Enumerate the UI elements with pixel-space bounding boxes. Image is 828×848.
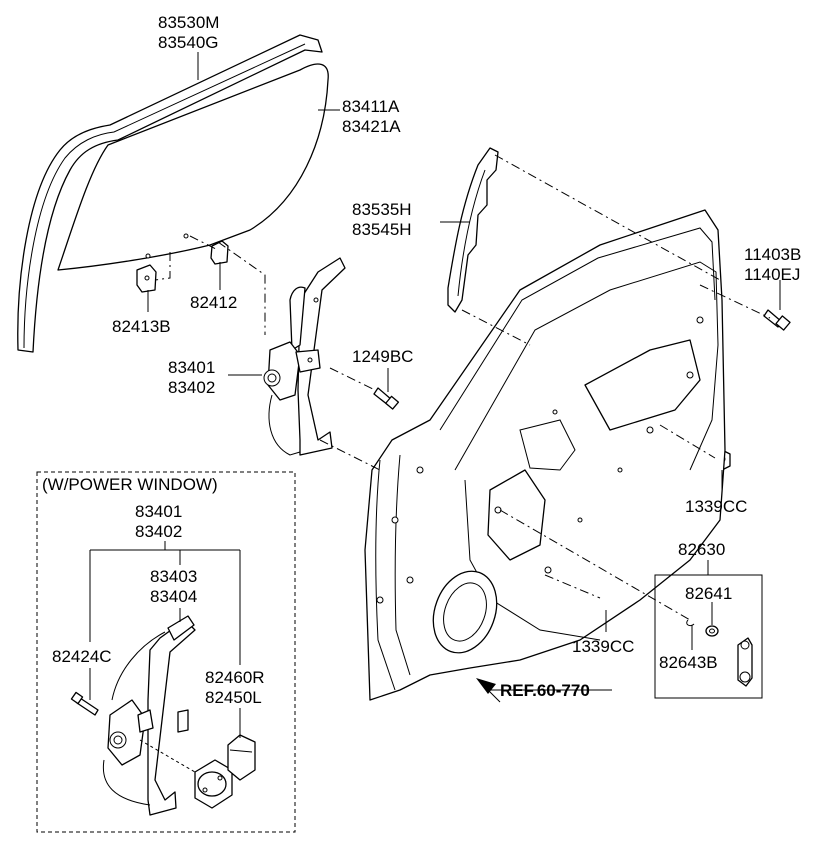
label-door-glass-1: 83411A xyxy=(342,97,400,116)
label-nut-lower: 1339CC xyxy=(572,637,634,656)
label-bolt-top-1: 11403B xyxy=(744,245,801,264)
label-rear-channel-2: 83545H xyxy=(352,220,412,239)
label-glass-run-2: 83540G xyxy=(158,33,219,52)
label-pw-motor-1: 82460R xyxy=(205,668,265,687)
label-pw-motor-2: 82450L xyxy=(205,688,262,707)
channel-dash-line xyxy=(494,154,721,281)
label-clip-left: 82413B xyxy=(112,317,171,336)
label-bolt-reg: 1249BC xyxy=(352,347,413,366)
glass-run-channel xyxy=(17,34,323,353)
label-bolt-top-2: 1140EJ xyxy=(744,265,800,284)
leader-lines xyxy=(89,52,781,738)
label-clip-right: 82412 xyxy=(190,293,237,312)
manual-regulator xyxy=(263,257,346,456)
rear-channel xyxy=(447,147,499,313)
reg-door-dash xyxy=(319,439,381,471)
door-inner-panel xyxy=(364,209,726,701)
glass-reg-dash xyxy=(217,241,266,335)
label-pw-sub-1: 83403 xyxy=(150,567,197,586)
door-glass xyxy=(57,63,329,271)
channel-dash-line-low xyxy=(461,309,531,346)
label-nut-upper: 1339CC xyxy=(685,497,747,516)
label-regulator-1: 83401 xyxy=(168,358,215,377)
bolt-1249bc xyxy=(373,387,400,410)
clip-right-dash xyxy=(189,235,219,251)
handle-clip xyxy=(686,619,695,627)
nut-upper-dash xyxy=(659,424,716,459)
bolt-11403b xyxy=(763,309,791,331)
glass-clip-82413b xyxy=(136,264,157,293)
label-ref: REF.60-770 xyxy=(500,681,590,700)
bolt-top-dash xyxy=(699,284,771,319)
label-pw-regulator-1: 83401 xyxy=(135,502,182,521)
handle-dash xyxy=(499,509,691,621)
clip-left-dash xyxy=(154,252,171,281)
label-handle-clip: 82643B xyxy=(659,653,718,672)
label-pw-sub-2: 83404 xyxy=(150,587,197,606)
label-pw-bolt: 82424C xyxy=(52,647,112,666)
label-door-glass-2: 83421A xyxy=(342,117,401,136)
power-window-motor xyxy=(194,734,256,809)
power-regulator xyxy=(102,615,201,816)
label-glass-run-1: 83530M xyxy=(158,13,219,32)
bolt-dash xyxy=(329,367,376,391)
power-window-box xyxy=(36,471,296,833)
label-washer: 82641 xyxy=(685,584,732,603)
glass-clip-82412 xyxy=(210,240,229,265)
ref-arrow xyxy=(476,678,612,703)
label-regulator-2: 83402 xyxy=(168,378,215,397)
window-handle xyxy=(737,637,753,687)
label-power-box-title: (W/POWER WINDOW) xyxy=(42,475,218,494)
label-rear-channel-1: 83535H xyxy=(352,200,412,219)
handle-washer xyxy=(705,625,719,637)
label-pw-regulator-2: 83402 xyxy=(135,522,182,541)
pw-bolt-82424c xyxy=(70,691,99,716)
label-handle-assy: 82630 xyxy=(678,540,725,559)
